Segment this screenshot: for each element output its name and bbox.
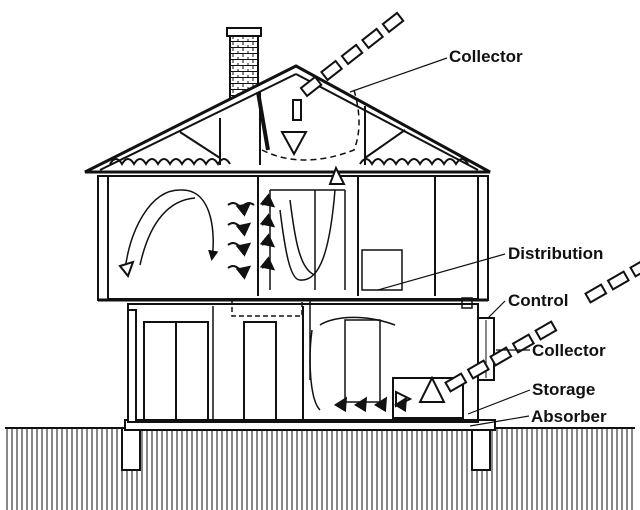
dashed-ray-icon (299, 11, 640, 393)
label-control: Control (508, 291, 569, 310)
chimney (226, 27, 262, 103)
label-absorber: Absorber (531, 407, 607, 426)
roof (84, 64, 491, 174)
foundation (121, 419, 496, 471)
air-flow-lines (124, 189, 396, 411)
label-storage: Storage (532, 380, 596, 399)
ground (5, 427, 635, 510)
label-collector-roof: Collector (449, 47, 523, 66)
label-distribution: Distribution (508, 244, 604, 263)
wavy-arrow-icon (227, 193, 408, 413)
flow-arrow-icon (118, 99, 446, 408)
label-collector-wall: Collector (532, 341, 606, 360)
leader-lines (349, 57, 531, 427)
